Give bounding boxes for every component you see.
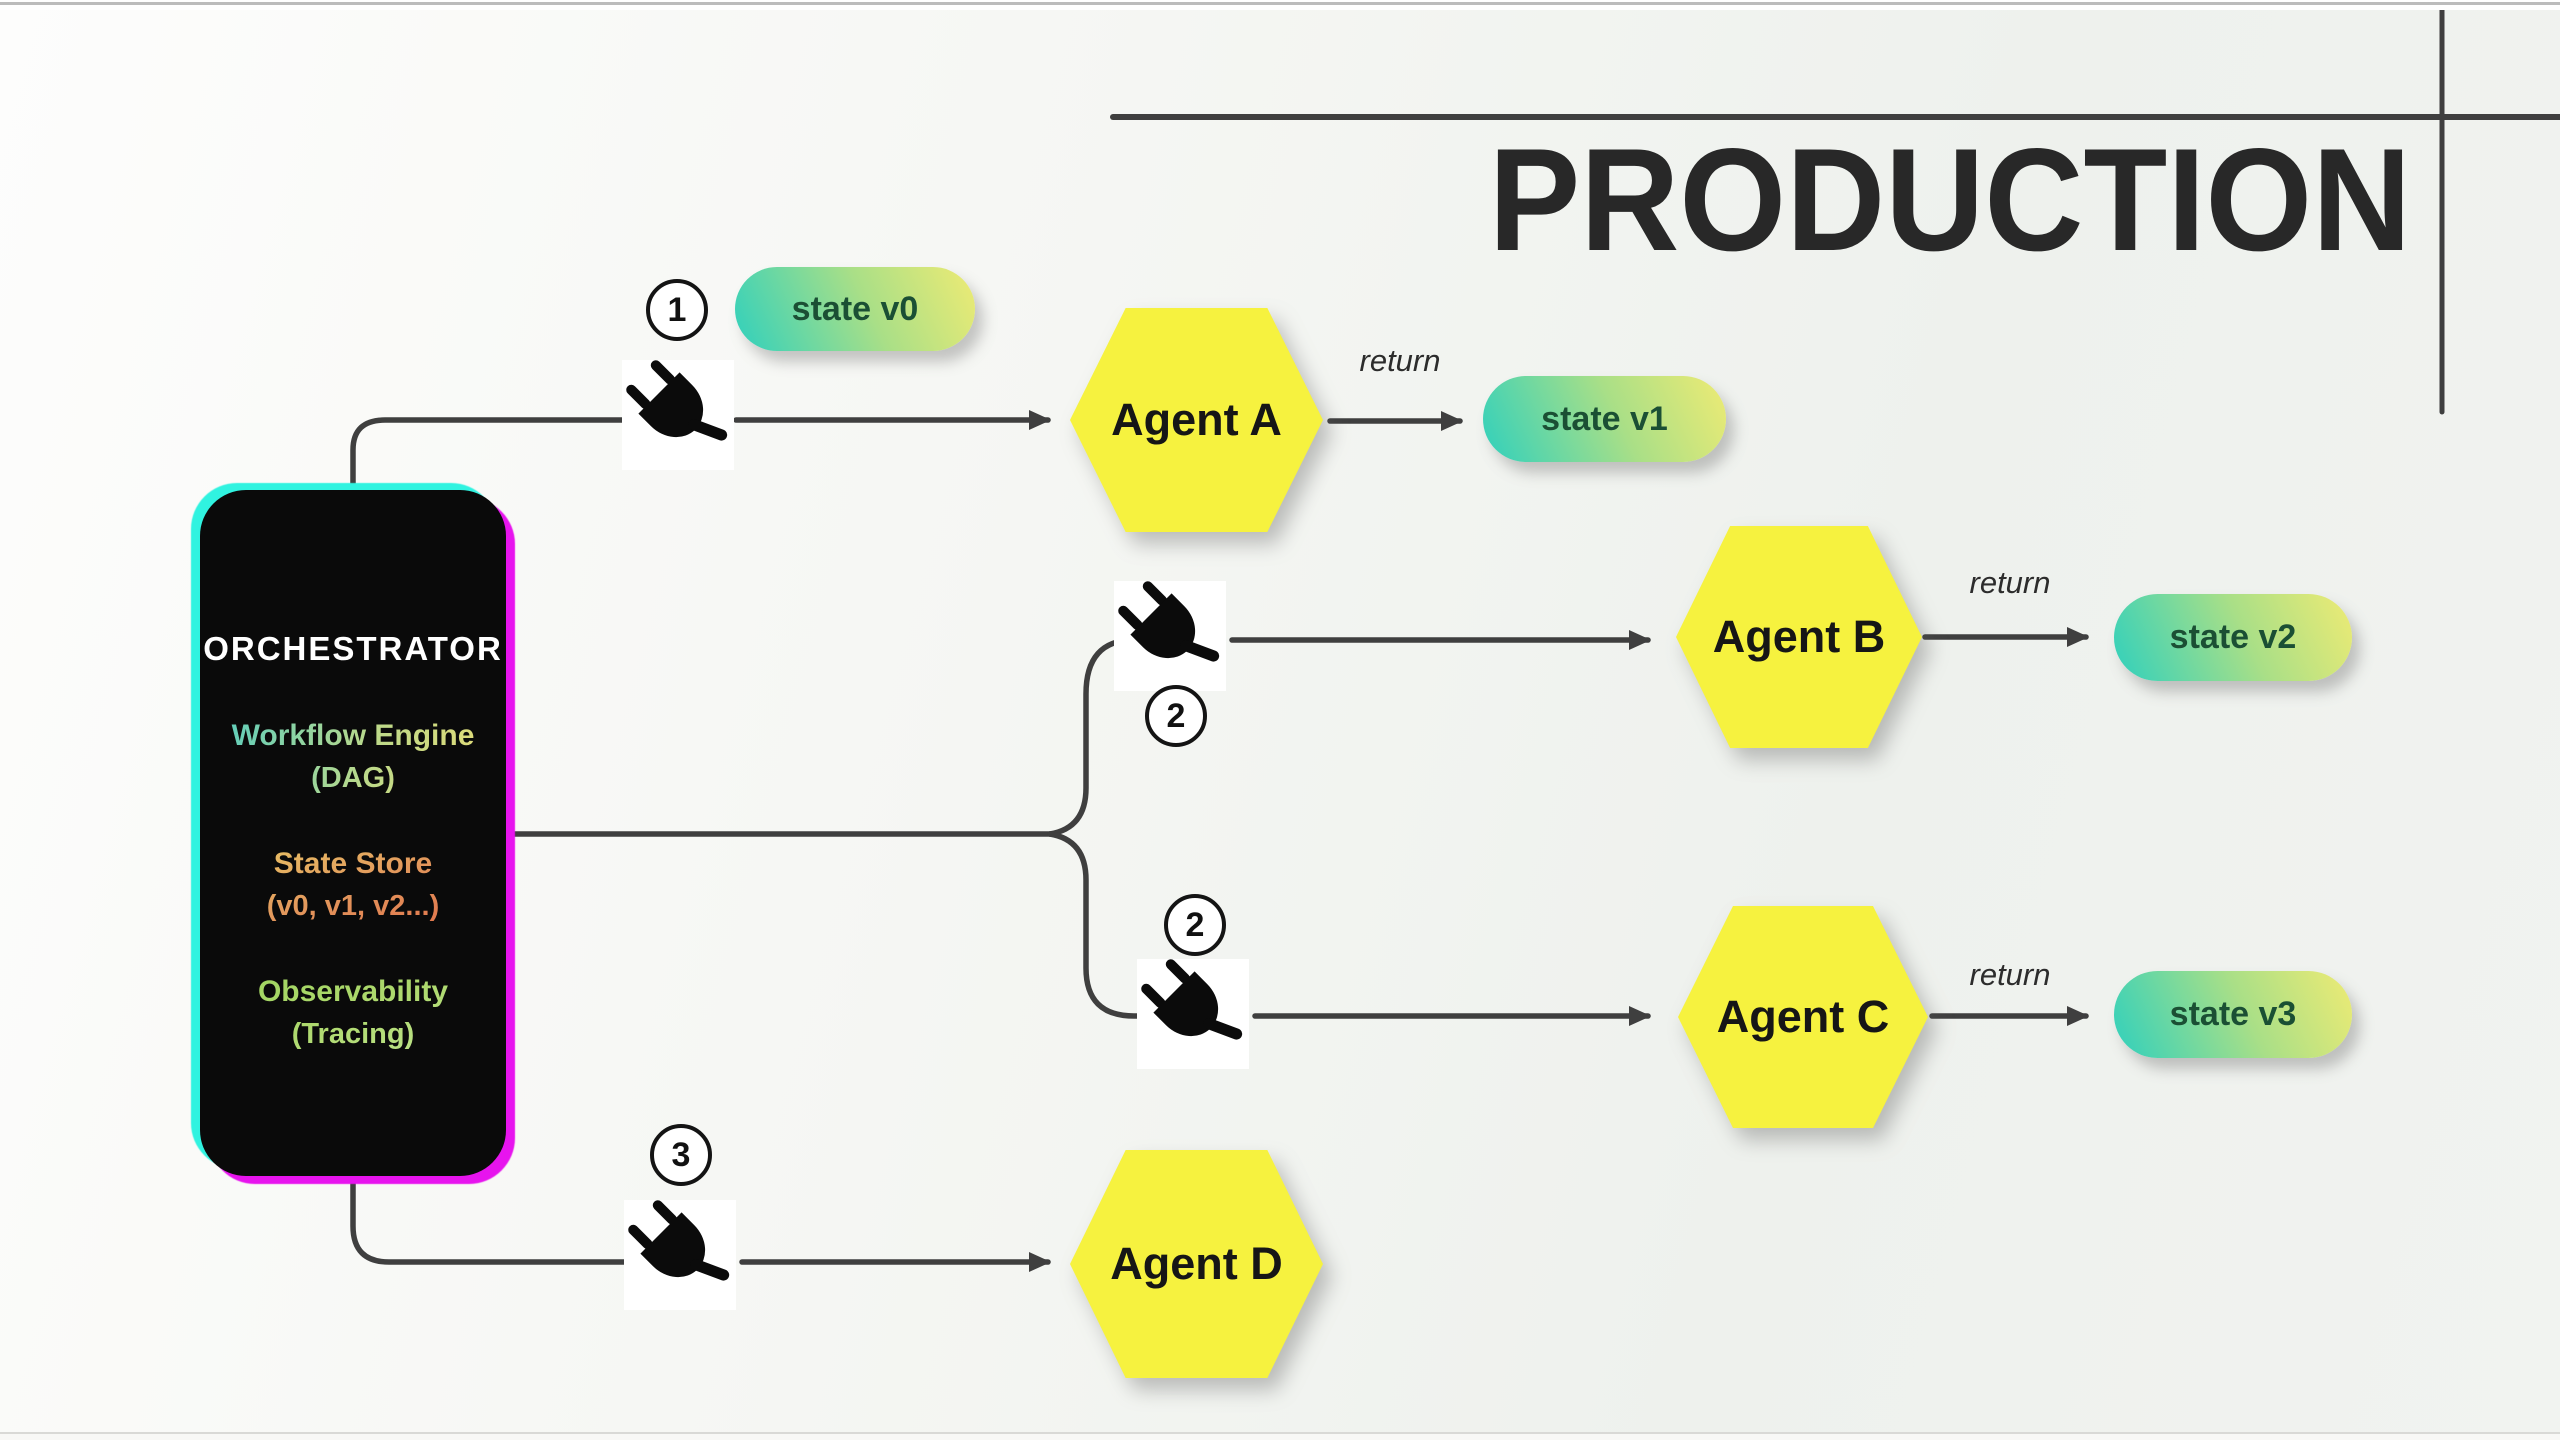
- connector-orchestrator-to-plug1: [350, 417, 627, 495]
- step-badge-2b: 2: [1164, 894, 1226, 956]
- state-v3-pill: state v3: [2114, 971, 2352, 1058]
- state-v0-pill: state v0: [735, 267, 975, 351]
- section-detail: (DAG): [311, 762, 395, 794]
- state-v2-pill: state v2: [2114, 594, 2352, 681]
- agent-b-label: Agent B: [1712, 611, 1886, 662]
- return-label-agent-c: return: [1969, 957, 2051, 992]
- state-v3-label: state v3: [2169, 995, 2297, 1033]
- plug-icon: [621, 1193, 736, 1310]
- agent-c-label: Agent C: [1716, 991, 1890, 1042]
- orchestrator-section-observability: Observability (Tracing): [200, 970, 506, 1056]
- return-label-agent-b: return: [1969, 565, 2051, 600]
- plug-icon: [1111, 574, 1226, 691]
- orchestrator-box: ORCHESTRATOR Workflow Engine (DAG) State…: [200, 490, 506, 1176]
- bottom-window-strip: [0, 1432, 2560, 1440]
- top-window-strip: [0, 0, 2560, 10]
- agent-d-label: Agent D: [1110, 1238, 1283, 1289]
- orchestrator-title: ORCHESTRATOR: [203, 630, 503, 667]
- page-title: PRODUCTION: [1488, 118, 2412, 281]
- section-detail: (v0, v1, v2...): [266, 890, 440, 922]
- orchestrator-section-state-store: State Store (v0, v1, v2...): [200, 842, 506, 928]
- step-badge-2a: 2: [1145, 685, 1207, 747]
- agent-a-node: Agent A: [1070, 308, 1323, 532]
- step-badge-3: 3: [650, 1124, 712, 1186]
- section-name: Observability: [257, 975, 449, 1008]
- orchestrator-section-workflow-engine: Workflow Engine (DAG): [200, 714, 506, 800]
- state-v1-pill: state v1: [1483, 376, 1726, 462]
- state-v2-label: state v2: [2169, 618, 2297, 656]
- agent-b-node: Agent B: [1676, 526, 1922, 748]
- state-v1-label: state v1: [1541, 399, 1668, 438]
- plug-icon: [619, 353, 734, 470]
- section-name: State Store: [273, 847, 433, 880]
- agent-d-node: Agent D: [1070, 1150, 1323, 1378]
- section-name: Workflow Engine: [231, 719, 475, 752]
- agent-a-label: Agent A: [1111, 394, 1282, 445]
- agent-c-node: Agent C: [1678, 906, 1928, 1128]
- connector-orchestrator-to-plug3: [350, 1169, 629, 1265]
- state-v0-label: state v0: [791, 289, 919, 328]
- return-label-agent-a: return: [1359, 343, 1441, 378]
- section-detail: (Tracing): [291, 1018, 415, 1050]
- top-hairline: [0, 2, 2560, 5]
- branch-down-to-plug2b: [1047, 831, 1173, 1019]
- plug-icon: [1134, 952, 1249, 1069]
- step-badge-1: 1: [646, 279, 708, 341]
